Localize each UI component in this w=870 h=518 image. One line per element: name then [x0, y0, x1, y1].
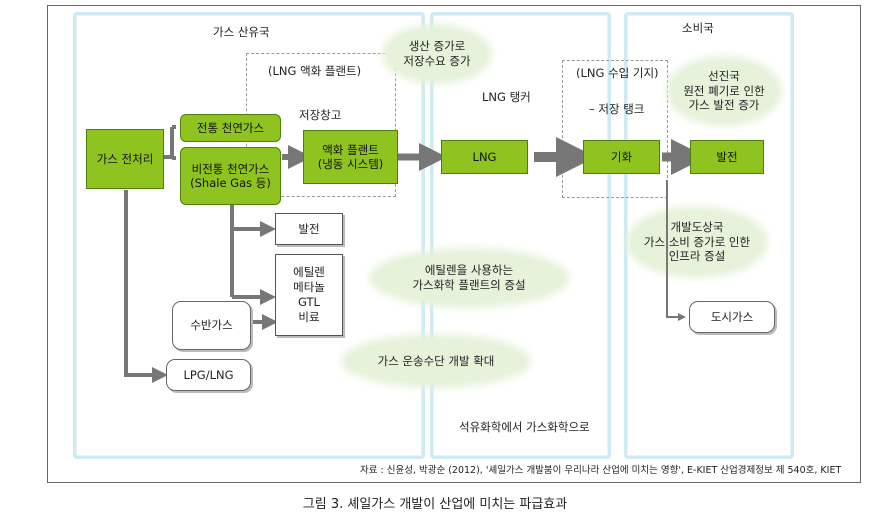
- import-base-dashed-area: [562, 60, 668, 198]
- panel-consumer: [624, 12, 794, 459]
- box-power-producer: 발전: [275, 213, 343, 245]
- import-base-label: (LNG 수입 기지): [576, 66, 659, 80]
- box-power-consumer: 발전: [690, 140, 764, 174]
- box-lng: LNG: [441, 140, 528, 174]
- cloud-ethylene: 에틸렌을 사용하는 가스화학 플랜트의 증설: [375, 254, 563, 302]
- box-chemicals: 에틸렌 메타놀 GTL 비료: [275, 254, 343, 336]
- panel-title-lng-tanker: LNG 탱커: [482, 90, 531, 104]
- box-liquefaction-plant: 액화 플랜트 (냉동 시스템): [303, 130, 398, 184]
- storage-tank-label: – 저장 탱크: [589, 102, 645, 116]
- box-city-gas: 도시가스: [689, 301, 775, 333]
- cloud-developed: 선진국 원전 폐기로 인한 가스 발전 증가: [672, 62, 776, 120]
- box-regasification: 기화: [583, 140, 660, 174]
- storage-label: 저장창고: [299, 108, 342, 122]
- panel-lng-tanker: [430, 12, 611, 459]
- panel-title-consumer: 소비국: [682, 21, 714, 35]
- figure-caption: 그림 3. 셰일가스 개발이 산업에 미치는 파급효과: [302, 497, 568, 512]
- box-gas-processing: 가스 전처리: [86, 129, 164, 189]
- cloud-production-demand: 생산 증가로 저장수요 증가: [388, 30, 486, 78]
- cloud-transport: 가스 운송수단 개발 확대: [347, 340, 525, 382]
- box-associated-gas: 수반가스: [172, 301, 251, 350]
- arrow-regas-to-city: [666, 180, 686, 321]
- figure-frame: [47, 5, 861, 483]
- arrow-processing-split: [164, 125, 176, 160]
- lng-plant-label: (LNG 액화 플랜트): [268, 64, 362, 78]
- cloud-developing: 개발도상국 가스 소비 증가로 인한 인프라 증설: [632, 212, 762, 272]
- panel-title-gas-producer: 가스 산유국: [213, 25, 270, 39]
- box-lpg-lng: LPG/LNG: [166, 359, 251, 391]
- panel-gas-producer: [73, 12, 425, 459]
- box-conventional-gas: 전통 천연가스: [180, 114, 281, 142]
- source-note: 자료 : 신윤성, 박광순 (2012), '셰일가스 개발붐이 우리나라 산업…: [360, 465, 842, 476]
- box-unconventional-gas: 비전통 천연가스 (Shale Gas 등): [180, 147, 281, 205]
- arrow-processing-to-lpg: [124, 190, 168, 383]
- petro-to-gas-label: 석유화학에서 가스화학으로: [459, 420, 590, 434]
